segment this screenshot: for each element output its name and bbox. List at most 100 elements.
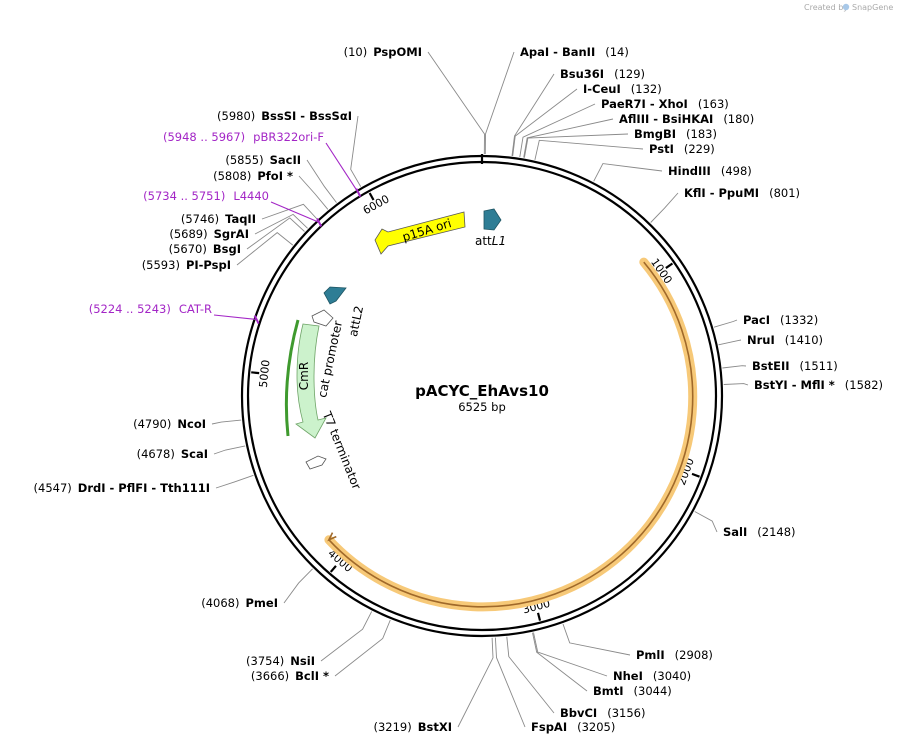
site-bsssi-bsss-i[interactable]: (5980)BssSI - BssSαI — [217, 109, 352, 123]
site-name: PacI — [743, 313, 770, 327]
site-scai[interactable]: (4678)ScaI — [137, 447, 208, 461]
tick-label-6000: 6000 — [361, 192, 392, 217]
site-bbvci[interactable]: BbvCI(3156) — [560, 706, 645, 720]
site-fspai[interactable]: FspAI(3205) — [531, 720, 615, 734]
site-name: DrdI - PflFI - Tth111I — [78, 481, 210, 495]
site-afliii-bsihkai[interactable]: AflIII - BsiHKAI (180) — [619, 112, 754, 126]
site-line-fspai — [494, 637, 526, 728]
site-taqii[interactable]: (5746)TaqII — [181, 212, 256, 226]
feature-cat-promoter[interactable]: cat promoter — [311, 309, 345, 399]
site-name: BmgBI — [634, 127, 676, 141]
site-name: PfoI * — [257, 169, 293, 183]
site-drdi-pflfi-tth111i[interactable]: (4547) DrdI - PflFI - Tth111I — [34, 481, 210, 495]
primer-line-cat-r — [213, 314, 257, 321]
feature-p15a-ori[interactable]: p15A ori — [374, 211, 466, 255]
cmr-arrow[interactable] — [295, 323, 327, 439]
site-line-taqii — [261, 203, 318, 220]
site-i-ceui[interactable]: I-CeuI(132) — [583, 82, 662, 96]
site-bmgbi[interactable]: BmgBI (183) — [634, 127, 717, 141]
site-name: BstYI - MflI * — [754, 378, 835, 392]
site-bstxi[interactable]: (3219)BstXI — [373, 720, 452, 734]
site-position: (1511) — [800, 359, 838, 373]
site-pmli[interactable]: PmlI(2908) — [636, 648, 713, 662]
site-nsii[interactable]: (3754)NsiI — [246, 654, 315, 668]
site-psti[interactable]: PstI(229) — [649, 142, 715, 156]
site-bsgi[interactable]: (5670)BsgI — [169, 242, 241, 256]
site-line-bsteii — [722, 365, 747, 369]
site-name: I-CeuI — [583, 82, 621, 96]
site-line-pi-pspi — [236, 232, 294, 266]
site-bsteii[interactable]: BstEII(1511) — [752, 359, 838, 373]
site-position: (801) — [769, 186, 800, 200]
feature-attl1[interactable]: attL1 — [475, 208, 506, 248]
site-apai-banii[interactable]: ApaI - BanII(14) — [520, 45, 629, 59]
site-hindiii[interactable]: HindIII(498) — [668, 164, 752, 178]
primer-line-pbr322ori-f — [325, 142, 359, 193]
feature-attl2[interactable]: attL2 — [323, 286, 366, 338]
site-line-pfoi — [298, 175, 329, 210]
primer-name: L4440 — [233, 189, 269, 203]
primer-range: (5224 .. 5243) — [89, 302, 171, 316]
site-name: BsgI — [213, 242, 241, 256]
primer-pbr322ori-f[interactable]: (5948 .. 5967)pBR322ori-F — [163, 130, 324, 144]
site-name: AflIII - BsiHKAI — [619, 112, 713, 126]
site-name: BstXI — [418, 720, 452, 734]
site-line-bstyi-mfli — [723, 383, 749, 386]
site-position: (4547) — [34, 481, 72, 495]
site-position: (3044) — [634, 684, 672, 698]
site-lines — [211, 51, 749, 728]
primer-name: pBR322ori-F — [253, 130, 324, 144]
attl2-arrow[interactable] — [323, 286, 347, 305]
t7-terminator-label: T7 terminator — [319, 409, 363, 492]
site-line-nrui — [718, 339, 742, 346]
attl1-label: attL1 — [475, 234, 506, 248]
p15a-ori-arrow[interactable] — [374, 211, 466, 255]
site-pmei[interactable]: (4068)PmeI — [201, 596, 278, 610]
site-name: PspOMI — [373, 45, 422, 59]
site-paci[interactable]: PacI(1332) — [743, 313, 818, 327]
site-name: HindIII — [668, 164, 711, 178]
insert-line — [328, 261, 694, 608]
site-line-nhei — [533, 632, 608, 677]
insert-arrowhead — [327, 532, 337, 542]
site-name: PaeR7I - XhoI — [601, 97, 688, 111]
feature-cmr[interactable]: CmR — [284, 319, 327, 439]
site-bmti[interactable]: BmtI(3044) — [593, 684, 672, 698]
primer-l4440[interactable]: (5734 .. 5751)L4440 — [143, 189, 269, 203]
site-kfli-ppumi[interactable]: KflI - PpuMI(801) — [684, 186, 800, 200]
site-line-paer7i-xhoi — [519, 103, 596, 158]
site-position: (3754) — [246, 654, 284, 668]
site-sali[interactable]: SalI(2148) — [723, 525, 796, 539]
site-sacii[interactable]: (5855)SacII — [225, 153, 301, 167]
site-position: (180) — [723, 112, 754, 126]
tick-4000 — [329, 565, 337, 573]
site-line-bmgbi — [523, 133, 629, 158]
primer-mark-l4440 — [316, 217, 323, 227]
site-position: (3040) — [653, 669, 691, 683]
site-position: (5808) — [213, 169, 251, 183]
attl1-arrow[interactable] — [483, 208, 502, 231]
site-name: ScaI — [181, 447, 208, 461]
t7-terminator-arrow[interactable] — [305, 455, 327, 470]
site-name: Bsu36I — [560, 67, 604, 81]
site-position: (183) — [686, 127, 717, 141]
site-bcli[interactable]: (3666)BclI * — [251, 669, 329, 683]
site-bsu36i[interactable]: Bsu36I(129) — [560, 67, 645, 81]
cmr-label: CmR — [297, 362, 311, 390]
site-nhei[interactable]: NheI (3040) — [613, 669, 691, 683]
site-ncoi[interactable]: (4790)NcoI — [133, 417, 206, 431]
site-pfoi[interactable]: (5808) PfoI * — [213, 169, 293, 183]
site-paer7i-xhoi[interactable]: PaeR7I - XhoI(163) — [601, 97, 729, 111]
site-pi-pspi[interactable]: (5593)PI-PspI — [142, 258, 231, 272]
site-line-drdi-pflfi-tth111i — [215, 474, 254, 489]
site-pspomi[interactable]: (10)PspOMI — [344, 45, 422, 59]
site-line-sgrai — [254, 213, 308, 235]
tick-2000 — [691, 472, 700, 478]
site-bstyi-mfli[interactable]: BstYI - MflI *(1582) — [754, 378, 883, 392]
brand-name: SnapGene — [852, 3, 893, 12]
site-name: NheI — [613, 669, 643, 683]
site-sgrai[interactable]: (5689)SgrAI — [169, 227, 249, 241]
cat-promoter-arrow[interactable] — [311, 309, 334, 327]
site-nrui[interactable]: NruI(1410) — [747, 333, 823, 347]
primer-cat-r[interactable]: (5224 .. 5243)CAT-R — [89, 302, 212, 316]
